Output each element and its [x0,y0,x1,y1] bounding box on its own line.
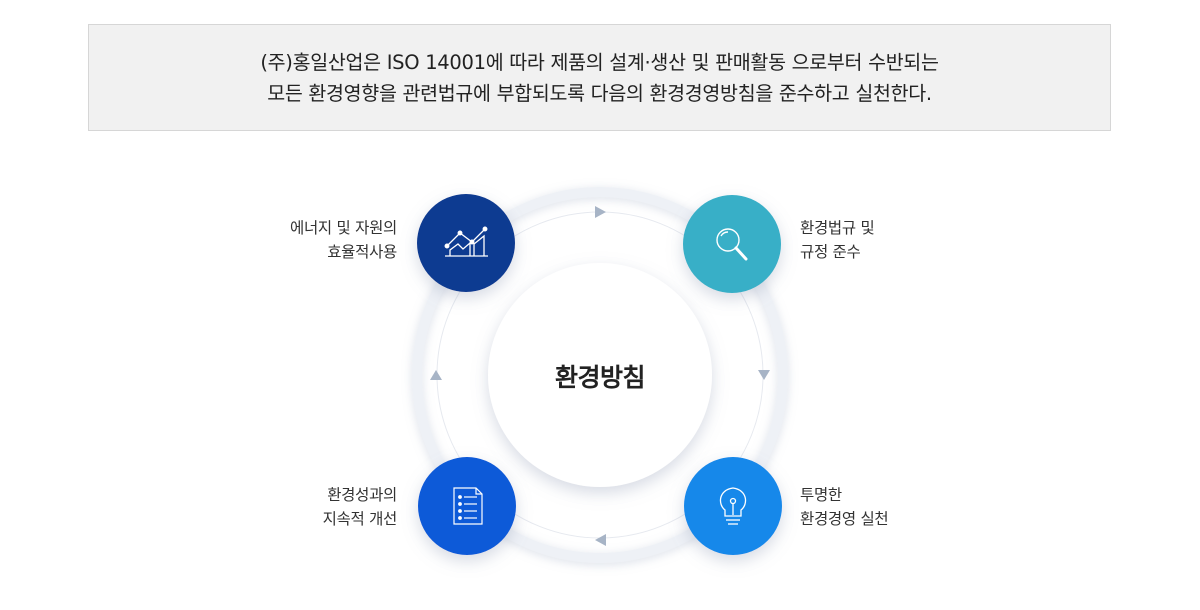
label-transparency-line-2: 환경경영 실천 [800,510,889,528]
label-transparency: 투명한 환경경영 실천 [800,483,889,531]
node-compliance [683,195,781,293]
label-performance: 환경성과의 지속적 개선 [322,483,398,531]
label-efficiency-line-1: 에너지 및 자원의 [290,219,397,237]
label-compliance: 환경법규 및 규정 준수 [800,216,875,264]
outer-ring [412,187,788,563]
chart-icon [444,226,488,257]
label-compliance-line-2: 규정 준수 [800,243,861,261]
intro-box: (주)홍일산업은 ISO 14001에 따라 제품의 설계·생산 및 판매활동 … [88,24,1111,131]
node-efficiency-circle [417,194,515,292]
label-efficiency-line-2: 효율적사용 [327,243,397,261]
lightbulb-icon [719,487,747,525]
arrow-bottom [595,534,606,546]
label-transparency-line-1: 투명한 [800,486,842,504]
node-compliance-circle [683,195,781,293]
node-efficiency [417,194,515,292]
magnifier-icon [716,228,748,261]
checklist-icon [453,487,483,525]
intro-line-1: (주)홍일산업은 ISO 14001에 따라 제품의 설계·생산 및 판매활동 … [260,50,939,74]
arrow-left [430,370,442,380]
node-transparency [684,457,782,555]
center-disc [488,263,712,487]
label-performance-line-2: 지속적 개선 [322,510,398,528]
arrow-right [758,370,770,380]
arrow-top [595,206,606,218]
intro-line-2: 모든 환경영향을 관련법규에 부합되도록 다음의 환경경영방침을 준수하고 실천… [267,81,932,105]
center-title: 환경방침 [554,363,646,392]
node-performance-circle [418,457,516,555]
label-compliance-line-1: 환경법규 및 [800,219,875,237]
label-efficiency: 에너지 및 자원의 효율적사용 [290,216,397,264]
label-performance-line-1: 환경성과의 [327,486,397,504]
node-performance [418,457,516,555]
